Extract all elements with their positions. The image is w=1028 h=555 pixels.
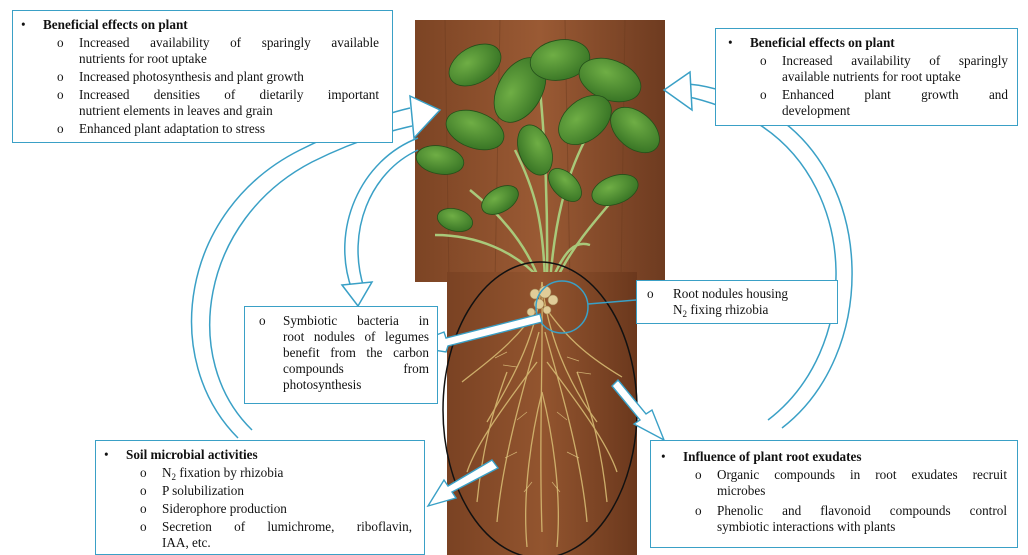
list-item: N2 fixation by rhizobia <box>162 465 283 481</box>
sub-bullet: o <box>57 35 64 51</box>
list-item-rest: fixation by rhizobia <box>176 465 283 480</box>
nodules-line-2-rest: fixing rhizobia <box>687 302 768 317</box>
list-item: Organic compounds in root exudates recru… <box>717 467 1007 483</box>
text-line: root nodules of legumes <box>283 329 429 345</box>
box-heading: Influence of plant root exudates <box>683 449 862 465</box>
list-item: P solubilization <box>162 483 244 499</box>
list-item: Enhanced plant adaptation to stress <box>79 121 265 137</box>
sub-bullet: o <box>259 313 266 329</box>
sub-bullet: o <box>140 501 147 517</box>
sub-bullet: o <box>760 53 767 69</box>
list-item: Siderophore production <box>162 501 287 517</box>
list-item: nutrient elements in leaves and grain <box>79 103 273 119</box>
text-line: Symbiotic bacteria in <box>283 313 429 329</box>
box-heading: Soil microbial activities <box>126 447 258 463</box>
list-item: Enhanced plant growth and <box>782 87 1008 103</box>
sub-bullet: o <box>140 483 147 499</box>
box-heading: Beneficial effects on plant <box>750 35 895 51</box>
sub-bullet: o <box>695 503 702 519</box>
root-system-photo <box>447 272 637 555</box>
text-line: compounds from <box>283 361 429 377</box>
list-item: IAA, etc. <box>162 535 211 551</box>
list-item: Phenolic and flavonoid compounds control <box>717 503 1007 519</box>
bullet: • <box>661 449 666 465</box>
bullet: • <box>21 17 26 33</box>
list-item: microbes <box>717 483 765 499</box>
soil-microbial-box: • Soil microbial activities o N2 fixatio… <box>95 440 425 555</box>
root-system-illustration <box>447 272 637 555</box>
nitrogen-symbol: N <box>673 302 683 317</box>
plant-benefits-box-right: • Beneficial effects on plant o Increase… <box>715 28 1018 126</box>
plant-benefits-box-left: • Beneficial effects on plant o Increase… <box>12 10 393 143</box>
sub-bullet: o <box>140 519 147 535</box>
box-heading: Beneficial effects on plant <box>43 17 188 33</box>
sub-bullet: o <box>57 121 64 137</box>
sub-bullet: o <box>647 286 654 302</box>
carbon-flow-arrow <box>342 138 418 306</box>
bullet: • <box>728 35 733 51</box>
bullet: • <box>104 447 109 463</box>
sub-bullet: o <box>57 87 64 103</box>
sub-bullet: o <box>140 465 147 481</box>
list-item: nutrients for root uptake <box>79 51 207 67</box>
symbiotic-bacteria-box: o Symbiotic bacteria in root nodules of … <box>244 306 438 404</box>
list-item: Increased availability of sparingly <box>782 53 1008 69</box>
nodules-line-2: N2 fixing rhizobia <box>673 302 768 318</box>
list-item: Increased availability of sparingly avai… <box>79 35 379 51</box>
sub-bullet: o <box>695 467 702 483</box>
list-item: Secretion of lumichrome, riboflavin, <box>162 519 412 535</box>
list-item: Increased densities of dietarily importa… <box>79 87 379 103</box>
root-exudates-box: • Influence of plant root exudates o Org… <box>650 440 1018 548</box>
list-item: development <box>782 103 850 119</box>
root-nodules-box: o Root nodules housing N2 fixing rhizobi… <box>636 280 838 324</box>
list-item: Increased photosynthesis and plant growt… <box>79 69 304 85</box>
nodules-line-1: Root nodules housing <box>673 286 788 302</box>
text-line: photosynthesis <box>283 377 361 393</box>
plant-shoot-photo <box>415 20 665 282</box>
nitrogen-symbol: N <box>162 465 172 480</box>
sub-bullet: o <box>760 87 767 103</box>
sub-bullet: o <box>57 69 64 85</box>
text-line: benefit from the carbon <box>283 345 429 361</box>
list-item: available nutrients for root uptake <box>782 69 961 85</box>
plant-shoot-illustration <box>415 20 665 282</box>
list-item: symbiotic interactions with plants <box>717 519 895 535</box>
